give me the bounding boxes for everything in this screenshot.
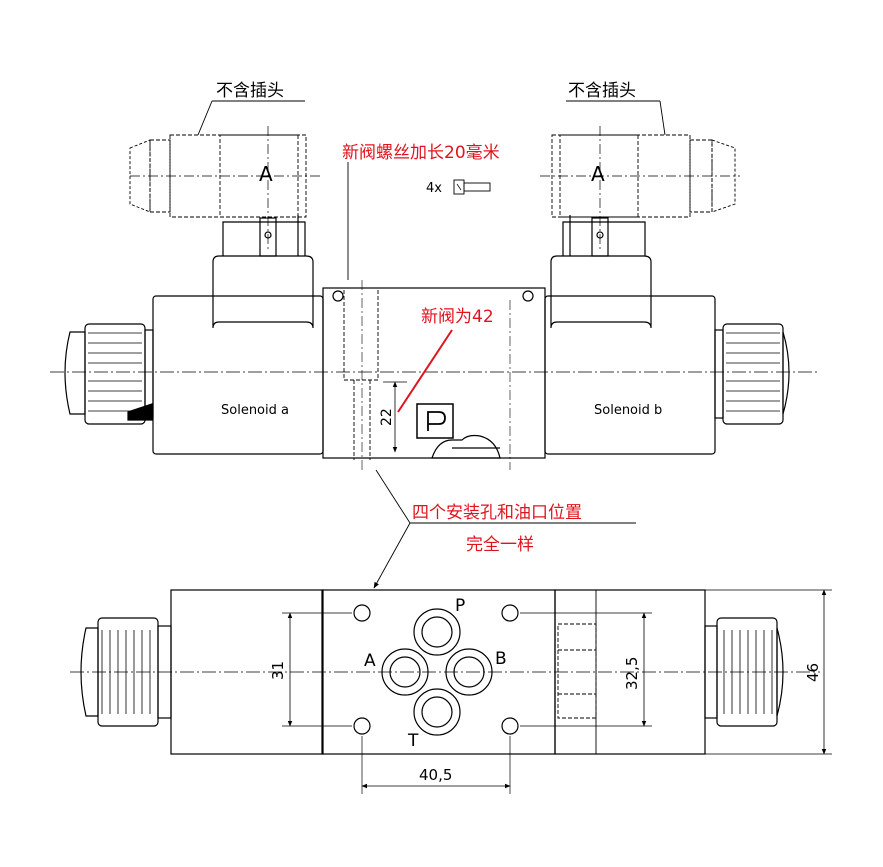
dim-40-5-label: 40,5	[419, 766, 452, 784]
port-b	[445, 648, 493, 696]
top-view	[50, 100, 820, 470]
coil-label-right: A	[591, 162, 605, 186]
mount-hole	[353, 717, 371, 735]
annotation-lines	[397, 329, 453, 413]
screw-note: 新阀螺丝加长20毫米	[342, 143, 500, 163]
screw-qty-label: 4x	[426, 181, 442, 196]
port-b-label: B	[495, 649, 507, 669]
port-p-label: P	[455, 596, 465, 616]
mount-note-line2: 完全一样	[466, 535, 534, 555]
mount-note-line1: 四个安装孔和油口位置	[412, 503, 582, 523]
no-plug-label-left: 不含插头	[216, 81, 284, 101]
bottom-view	[70, 589, 832, 794]
dim-31-label: 31	[269, 661, 287, 680]
dim-46-label: 46	[804, 663, 822, 682]
solenoid-a-body	[152, 295, 324, 455]
mount-hole	[501, 717, 519, 735]
mount-hole	[501, 604, 519, 622]
dim-32-5-label: 32,5	[623, 657, 641, 690]
port-a	[381, 648, 429, 696]
solenoid-b-body	[544, 295, 716, 455]
coil-label-left: A	[259, 162, 273, 186]
new-valve-42-note: 新阀为42	[421, 307, 494, 327]
port-a-label: A	[364, 651, 376, 671]
dim-22-label: 22	[379, 408, 395, 426]
solenoid-b-label: Solenoid b	[594, 403, 662, 418]
p-logo-icon	[416, 403, 454, 439]
port-t-label: T	[407, 731, 419, 751]
port-t	[413, 688, 461, 736]
no-plug-label-right: 不含插头	[568, 81, 636, 101]
valve-base	[321, 589, 556, 755]
port-p	[413, 608, 461, 656]
mount-hole	[353, 604, 371, 622]
solenoid-a-label: Solenoid a	[221, 403, 289, 418]
